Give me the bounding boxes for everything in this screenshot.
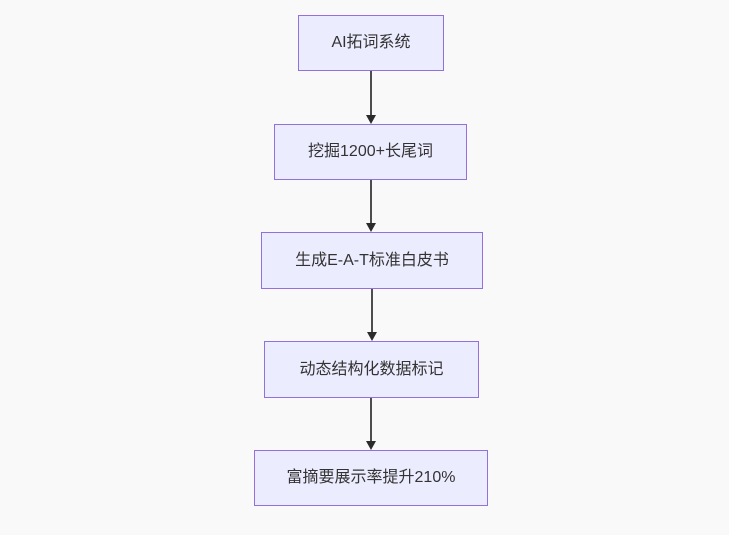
flow-node-label: 动态结构化数据标记 — [299, 360, 444, 378]
arrowhead-down-icon — [366, 115, 376, 124]
arrowhead-down-icon — [366, 223, 376, 232]
arrowhead-down-icon — [367, 332, 377, 341]
flow-node-label: 挖掘1200+长尾词 — [308, 143, 433, 161]
flow-edge-1-2 — [365, 71, 377, 124]
flow-node-label: 生成E-A-T标准白皮书 — [295, 251, 449, 269]
flow-node-eat-whitepaper: 生成E-A-T标准白皮书 — [261, 232, 483, 289]
flow-node-longtail-mining: 挖掘1200+长尾词 — [274, 124, 467, 180]
flow-edge-2-3 — [365, 180, 377, 232]
edge-line — [370, 71, 372, 118]
edge-line — [371, 289, 373, 335]
flow-node-structured-data-markup: 动态结构化数据标记 — [264, 341, 479, 398]
flow-node-rich-snippet-result: 富摘要展示率提升210% — [254, 450, 488, 506]
flow-node-label: 富摘要展示率提升210% — [286, 469, 456, 487]
flow-node-label: AI拓词系统 — [331, 34, 411, 52]
edge-line — [370, 398, 372, 444]
arrowhead-down-icon — [366, 441, 376, 450]
flow-edge-4-5 — [365, 398, 377, 450]
flow-node-ai-word-system: AI拓词系统 — [298, 15, 444, 71]
flow-edge-3-4 — [366, 289, 378, 341]
edge-line — [370, 180, 372, 226]
